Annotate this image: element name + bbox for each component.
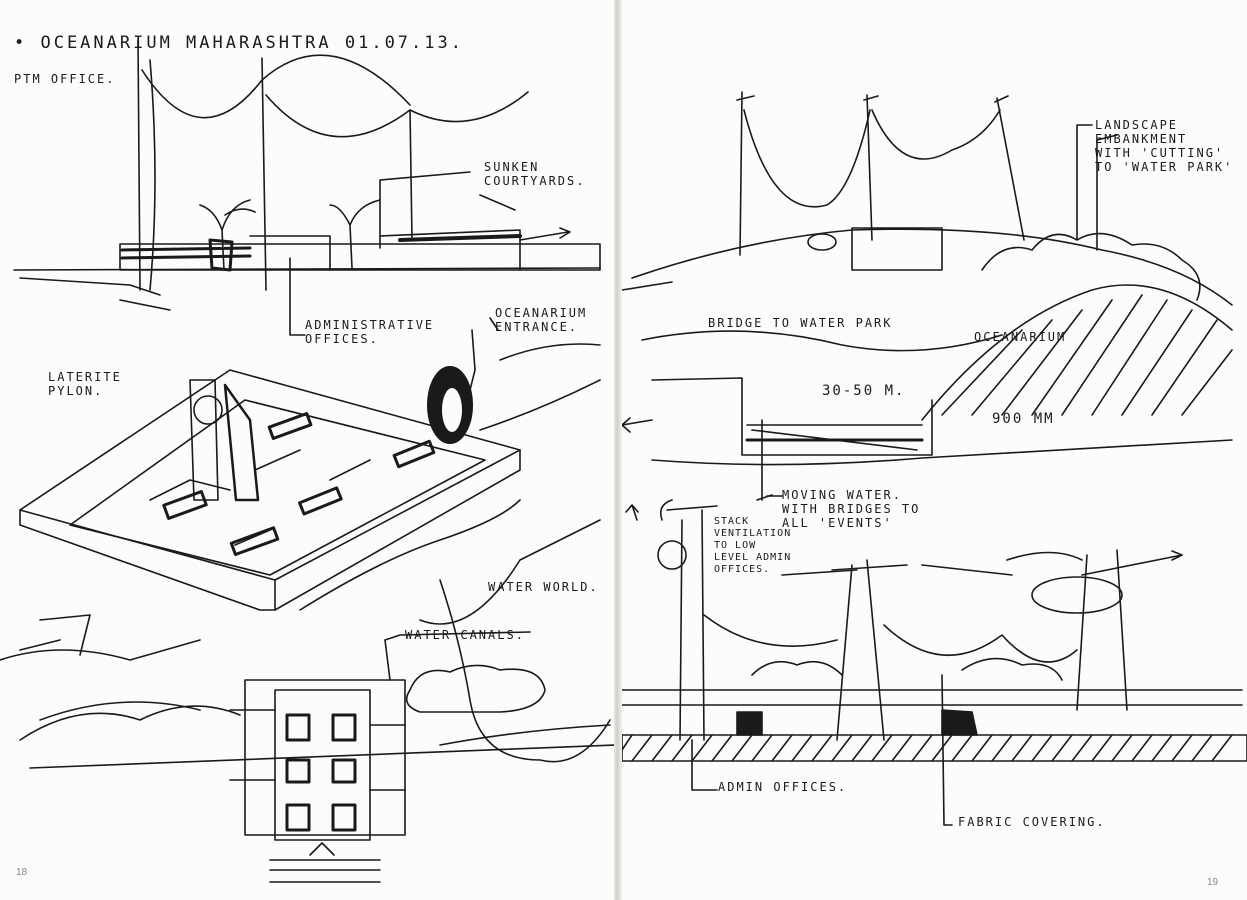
admin-offices-note: ADMIN OFFICES. xyxy=(718,780,848,794)
dimension-30-50m: 30-50 m. xyxy=(822,383,906,399)
bridge-to-water-park-note: BRIDGE TO WATER PARK xyxy=(708,316,893,330)
water-world-note: WATER WORLD. xyxy=(488,580,599,594)
sunken-courtyards-note: SUNKEN COURTYARDS. xyxy=(484,160,586,188)
fabric-covering-note: FABRIC COVERING. xyxy=(958,815,1106,829)
sketch-title: • OCEANARIUM MAHARASHTRA 01.07.13. xyxy=(14,33,464,53)
administrative-offices-note: ADMINISTRATIVE OFFICES. xyxy=(305,318,435,346)
book-gutter xyxy=(614,0,622,900)
dimension-900mm: 900 mm xyxy=(992,411,1055,427)
water-canals-note: WATER CANALS. xyxy=(405,628,525,642)
left-sketch-drawing xyxy=(0,39,614,883)
page-number-left: 18 xyxy=(16,867,28,878)
page-number-right: 19 xyxy=(1207,877,1219,888)
stack-ventilation-note: STACK VENTILATION TO LOW LEVEL ADMIN OFF… xyxy=(714,516,792,575)
oceanarium-label: OCEANARIUM xyxy=(974,330,1067,344)
landscape-embankment-note: LANDSCAPE EMBANKMENT WITH 'CUTTING' TO '… xyxy=(1095,118,1234,174)
right-page: LANDSCAPE EMBANKMENT WITH 'CUTTING' TO '… xyxy=(622,0,1247,900)
moving-water-note: MOVING WATER. WITH BRIDGES TO ALL 'EVENT… xyxy=(782,488,921,530)
right-sketch-drawing xyxy=(622,91,1247,826)
laterite-pylon-note: LATERITE PYLON. xyxy=(48,370,122,398)
subtitle-note: PTM OFFICE. xyxy=(14,72,116,86)
oceanarium-entrance-note: OCEANARIUM ENTRANCE. xyxy=(495,306,588,334)
left-page: • OCEANARIUM MAHARASHTRA 01.07.13. PTM O… xyxy=(0,0,614,900)
